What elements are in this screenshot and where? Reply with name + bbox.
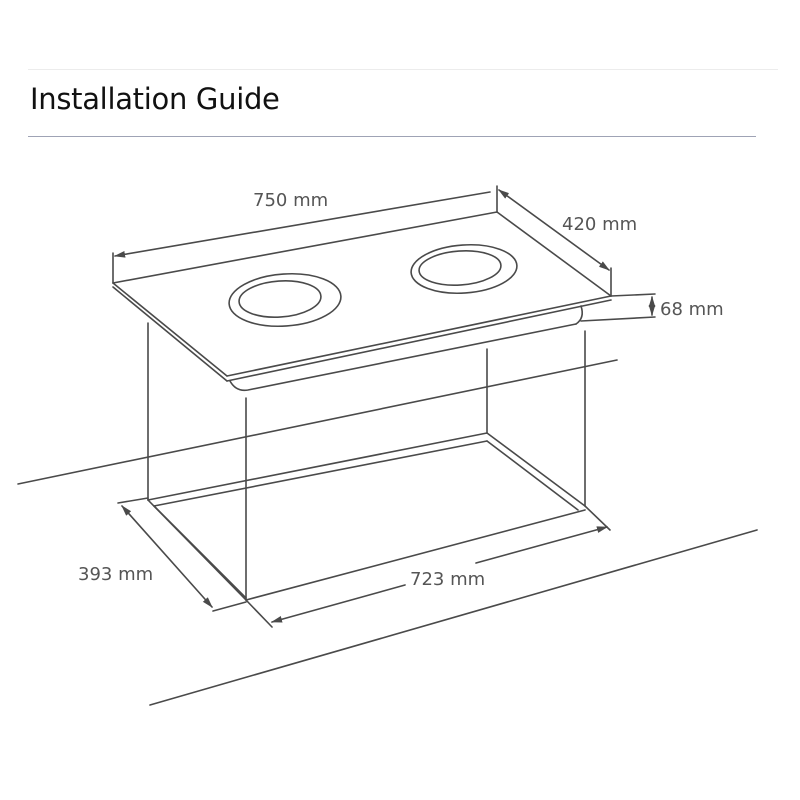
dimension-68: 68 mm [580,293,724,322]
dimension-393: 393 mm [78,497,247,612]
burner-left [228,272,342,328]
top-divider [28,69,778,70]
dimension-723: 723 mm [245,505,611,628]
title-divider [28,136,756,137]
cutout-opening [147,432,586,601]
projection-lines [147,322,586,601]
height-label: 68 mm [660,299,724,320]
cutout-depth-label: 393 mm [78,564,153,585]
depth-label: 420 mm [562,214,637,235]
page-title: Installation Guide [30,82,280,116]
width-label: 750 mm [253,190,328,211]
countertop [17,359,758,706]
dimension-420: 420 mm [498,189,637,297]
burner-right [410,243,518,295]
dimension-750: 750 mm [112,185,498,284]
cutout-width-label: 723 mm [410,569,485,590]
hob-top-plate [112,211,612,392]
